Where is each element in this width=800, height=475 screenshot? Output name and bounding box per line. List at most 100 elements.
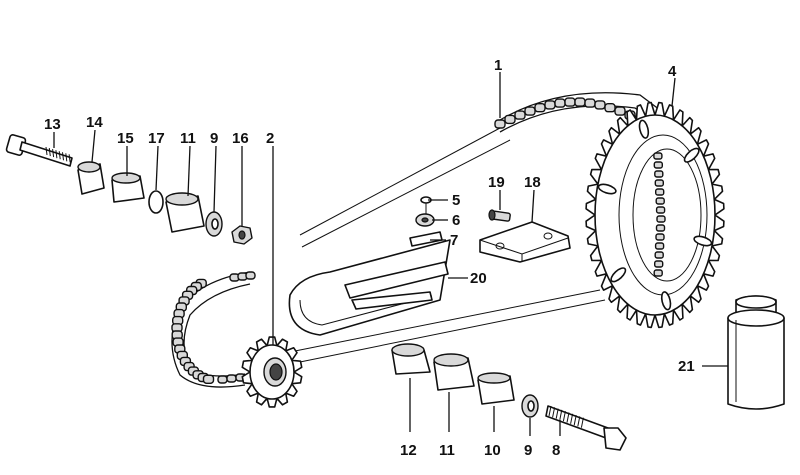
callout-7: 7 [450, 232, 458, 249]
bolt-13 [5, 134, 73, 167]
callout-12: 12 [400, 442, 417, 459]
callout-9-lower: 9 [524, 442, 532, 459]
chain-link [654, 179, 665, 187]
chain-link [653, 152, 663, 160]
sprocket-slot [683, 147, 700, 163]
chain-link [226, 374, 237, 383]
chain-link [653, 269, 663, 277]
chain-link [534, 102, 546, 113]
thread-mark [559, 409, 563, 420]
thread-mark [68, 154, 71, 163]
thread-mark [65, 153, 68, 162]
callout-10: 10 [484, 442, 501, 459]
chain-link [655, 206, 666, 214]
callout-6: 6 [452, 212, 460, 229]
chain-link [656, 215, 666, 223]
chain-link [494, 119, 506, 129]
chain-link [655, 197, 665, 205]
washer-9-upper [205, 211, 223, 237]
chain-link [655, 224, 666, 232]
chain-link [554, 98, 566, 108]
callout-1: 1 [494, 57, 502, 74]
chain-link [655, 233, 665, 241]
thread-mark [552, 407, 556, 418]
chain-link [654, 188, 665, 196]
chain-link [514, 110, 526, 120]
sleeve-11-lower [433, 353, 475, 391]
sprocket-slot [610, 267, 627, 283]
bolt-8 [545, 405, 627, 451]
chain-bracket [479, 221, 571, 263]
callout-2: 2 [266, 130, 274, 147]
rear-sprocket [585, 101, 725, 329]
chain-link [202, 374, 215, 384]
callout-21: 21 [678, 358, 695, 375]
chain-link [594, 100, 606, 110]
screw-19 [488, 209, 511, 222]
chain-link [574, 97, 586, 107]
callout-9-upper: 9 [210, 130, 218, 147]
chain-link [653, 260, 664, 268]
callout-18: 18 [524, 174, 541, 191]
chain-link [654, 242, 665, 250]
thread-mark [55, 150, 58, 159]
callout-5: 5 [452, 192, 460, 209]
chain-link [654, 251, 664, 259]
circlip-17 [148, 190, 164, 214]
spray-can-21 [727, 295, 785, 410]
sleeve-11-upper [165, 192, 205, 233]
chain-link [217, 375, 228, 384]
chain-link [614, 106, 626, 116]
thread-mark [52, 149, 55, 158]
callout-13: 13 [44, 116, 61, 133]
callout-20: 20 [470, 270, 487, 287]
sprocket-slot [693, 235, 713, 247]
callout-17: 17 [148, 130, 165, 147]
bushing-10 [477, 372, 515, 405]
thread-mark [562, 411, 566, 422]
thread-mark [548, 405, 552, 417]
screw-5 [420, 196, 432, 214]
callout-15: 15 [117, 130, 134, 147]
washer-9-lower [521, 394, 539, 418]
leader-lines [53, 72, 728, 436]
thread-mark [580, 417, 584, 428]
chain-link [654, 170, 664, 178]
chain-link [653, 161, 664, 169]
callout-8: 8 [552, 442, 560, 459]
chain-link [524, 106, 536, 116]
sprocket-slot [597, 183, 617, 195]
front-sprocket [241, 336, 303, 408]
thread-mark [566, 412, 570, 423]
chain-link [504, 114, 516, 125]
thread-mark [62, 152, 64, 161]
washer-6 [415, 213, 435, 227]
callout-labels: 1 2 4 5 6 7 8 9 9 10 11 11 12 13 14 15 1… [44, 57, 695, 459]
thread-mark [570, 413, 574, 424]
callout-16: 16 [232, 130, 249, 147]
bushing-15 [111, 172, 145, 203]
sprocket-slot [638, 119, 650, 139]
sleeve-12 [391, 343, 431, 375]
callout-14: 14 [86, 114, 103, 131]
chain-link [245, 271, 256, 280]
thread-mark [58, 151, 61, 160]
thread-mark [573, 415, 577, 426]
thread-mark [48, 147, 51, 157]
callout-11-upper: 11 [180, 130, 196, 147]
thread-mark [555, 408, 559, 419]
spacer-14 [77, 161, 105, 195]
thread-mark [45, 146, 48, 156]
chain-link [584, 98, 596, 108]
callout-4: 4 [668, 63, 677, 80]
chain-link [564, 97, 576, 107]
sprocket-slot [660, 291, 672, 311]
drive-chain [171, 92, 661, 388]
chain-link [604, 102, 616, 113]
chain-link [544, 100, 556, 110]
callout-19: 19 [488, 174, 505, 191]
nut-16 [231, 225, 253, 245]
thread-mark [577, 416, 581, 427]
